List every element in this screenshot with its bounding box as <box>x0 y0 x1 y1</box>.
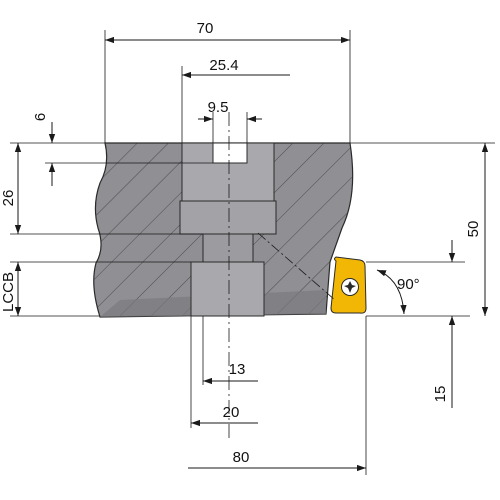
angle-90-label: 90° <box>397 276 420 293</box>
dim-70-label: 70 <box>197 20 214 37</box>
dim-13-label: 13 <box>229 361 246 378</box>
dim-15-label: 15 <box>432 386 449 403</box>
bore-neck <box>202 233 254 263</box>
torx-icon <box>344 281 356 293</box>
dimension-labels: 70 25.4 9.5 6 26 LCCB 50 15 90° 13 20 80 <box>0 20 482 466</box>
dimension-lines <box>14 36 489 472</box>
angle-90-arc <box>376 269 407 315</box>
dim-26-label: 26 <box>0 190 17 207</box>
bore-collar <box>179 200 277 235</box>
key-notch <box>212 142 248 164</box>
dim-25-4-label: 25.4 <box>209 57 238 74</box>
dim-6-label: 6 <box>32 113 49 121</box>
dim-80-label: 80 <box>233 449 250 466</box>
dim-50-label: 50 <box>465 221 482 238</box>
bore-counterbore <box>190 261 265 317</box>
dim-lccb-label: LCCB <box>0 272 17 312</box>
center-bore <box>179 142 277 317</box>
cutting-insert <box>257 232 367 314</box>
dim-20-label: 20 <box>223 404 240 421</box>
dim-9-5-label: 9.5 <box>208 99 229 116</box>
insert-axis-line <box>257 232 336 301</box>
